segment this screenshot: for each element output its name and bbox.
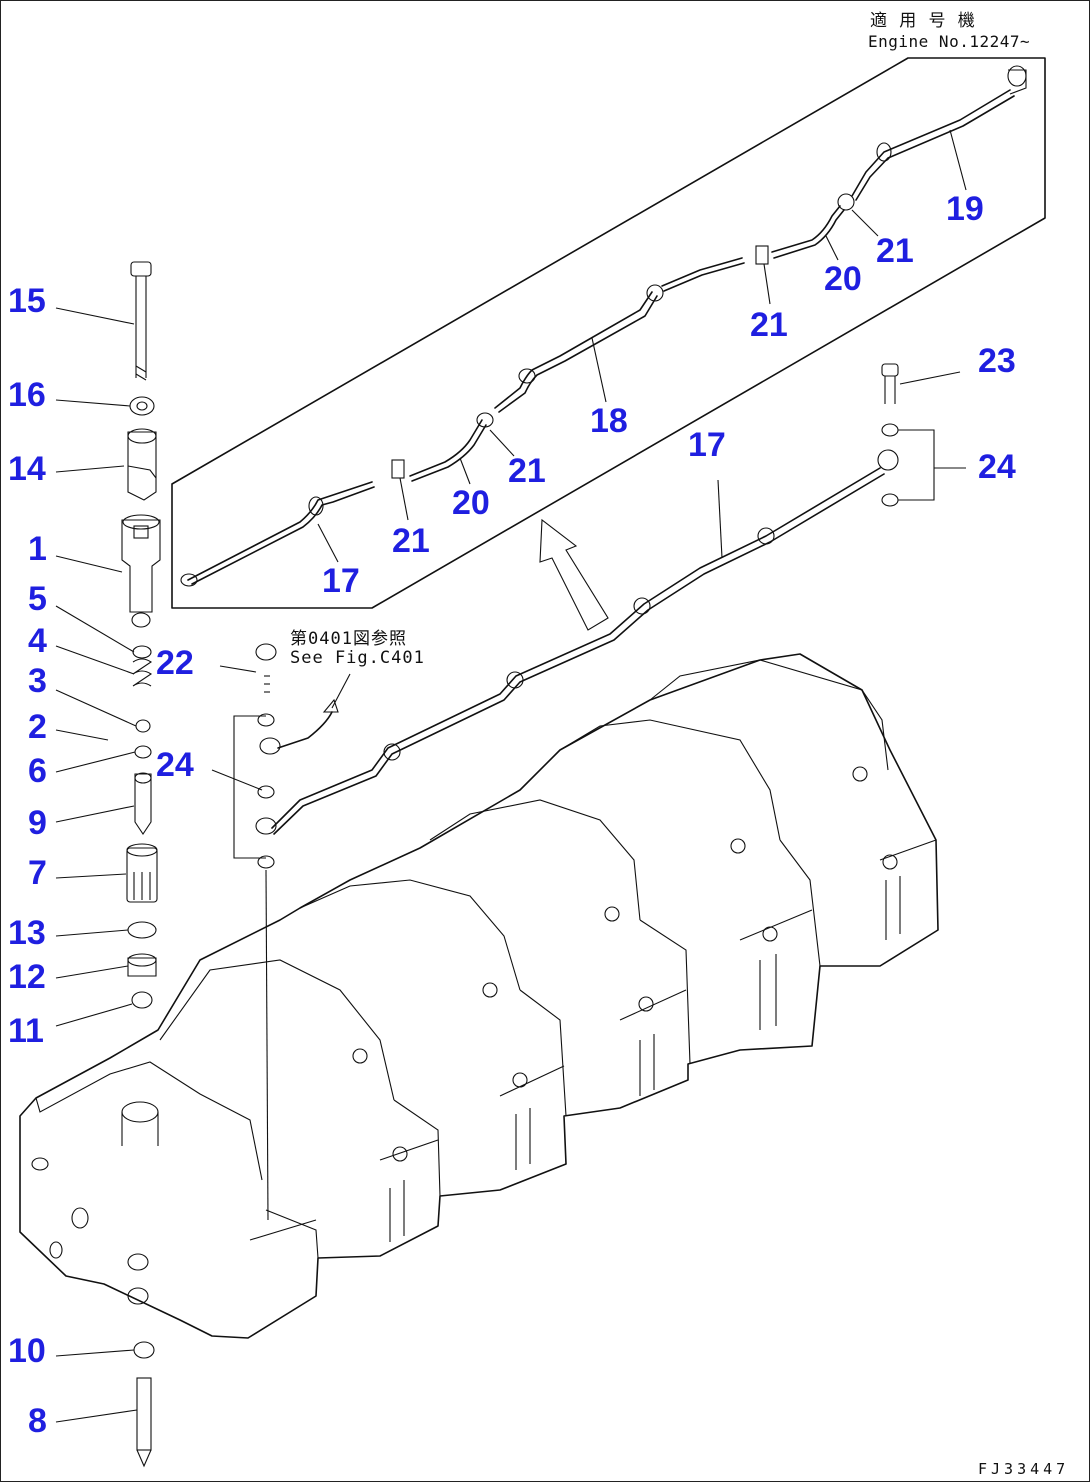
right-washers-bolt: [881, 363, 966, 507]
callout-3[interactable]: 3: [28, 662, 47, 700]
callout-21-c[interactable]: 21: [750, 306, 788, 344]
callout-5[interactable]: 5: [28, 580, 47, 618]
main-fuel-return-pipe: [271, 449, 899, 835]
callout-23[interactable]: 23: [978, 342, 1016, 380]
callout-12[interactable]: 12: [8, 958, 46, 996]
center-washers: [211, 643, 281, 1221]
callout-20-b[interactable]: 20: [824, 260, 862, 298]
callout-21-d[interactable]: 21: [876, 232, 914, 270]
see-fig-arrow: [322, 673, 351, 713]
callout-13[interactable]: 13: [8, 914, 46, 952]
callout-6[interactable]: 6: [28, 752, 47, 790]
callout-14[interactable]: 14: [8, 450, 46, 488]
callout-15[interactable]: 15: [8, 282, 46, 320]
applicable-note-jp: 適 用 号 機: [870, 11, 976, 31]
callout-10[interactable]: 10: [8, 1332, 46, 1370]
cylinder-head-assembly: [19, 653, 939, 1339]
callout-16[interactable]: 16: [8, 376, 46, 414]
callout-21-a[interactable]: 21: [392, 522, 430, 560]
applicable-note-en: Engine No.12247~: [868, 32, 1031, 51]
inset-fuel-return-pipes: [180, 65, 1027, 587]
callout-4[interactable]: 4: [28, 622, 47, 660]
callout-24-right[interactable]: 24: [978, 448, 1016, 486]
figure-code: FJ33447: [978, 1460, 1070, 1478]
callout-17-main[interactable]: 17: [688, 426, 726, 464]
callout-18[interactable]: 18: [590, 402, 628, 440]
callout-20-a[interactable]: 20: [452, 484, 490, 522]
injector-stack: [121, 261, 161, 1468]
callout-2[interactable]: 2: [28, 708, 47, 746]
callout-21-b[interactable]: 21: [508, 452, 546, 490]
installation-arrow: [539, 518, 609, 631]
inset-leader-lines: [317, 129, 967, 563]
left-leader-lines: [55, 307, 138, 1423]
callout-24-left[interactable]: 24: [156, 746, 194, 784]
callout-9[interactable]: 9: [28, 804, 47, 842]
see-fig-note-jp: 第0401図参照: [290, 629, 407, 649]
callout-1[interactable]: 1: [28, 530, 47, 568]
callout-7[interactable]: 7: [28, 854, 47, 892]
callout-11[interactable]: 11: [8, 1012, 44, 1050]
callout-17-inset[interactable]: 17: [322, 562, 360, 600]
callout-22[interactable]: 22: [156, 644, 194, 682]
callout-19[interactable]: 19: [946, 190, 984, 228]
callout-8[interactable]: 8: [28, 1402, 47, 1440]
inset-frame: [171, 57, 1046, 609]
see-fig-note-en: See Fig.C401: [290, 648, 425, 668]
